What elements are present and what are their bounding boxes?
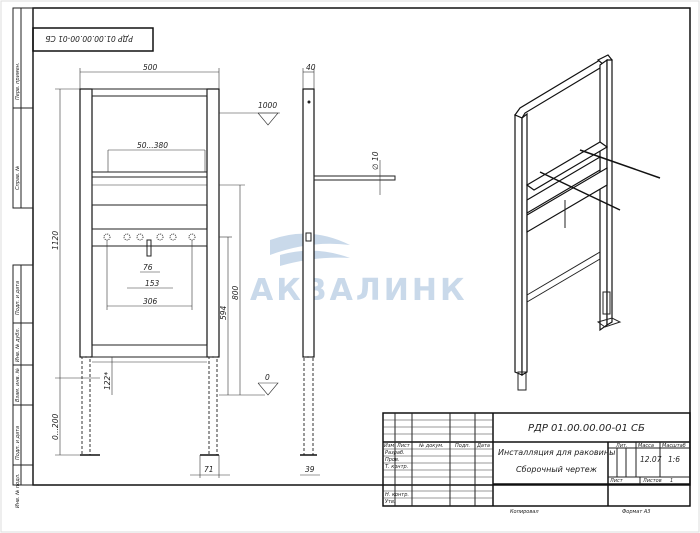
sheets-value: 1 xyxy=(670,478,673,484)
code-box xyxy=(32,27,154,52)
stamp-label: Подп. и дата xyxy=(15,426,21,460)
mass-label: Масса xyxy=(638,443,654,449)
scale-value: 1:6 xyxy=(668,455,680,464)
side-stamp: Перв. примен. Справ. № Подп. и дата Инв.… xyxy=(12,7,34,509)
dim-594: 594 xyxy=(219,305,228,320)
dim-153: 153 xyxy=(145,279,160,288)
format-label: Формат A3 xyxy=(622,509,650,515)
dim-range: 50...380 xyxy=(137,141,168,150)
col-header: Дата xyxy=(476,443,490,449)
dim-legs: 0...200 xyxy=(51,414,60,440)
watermark-logo: АКВАЛИНК xyxy=(250,233,467,308)
role-label: Н. контр. xyxy=(385,492,409,498)
level-0: 0 xyxy=(265,373,270,382)
role-label: Пров. xyxy=(385,457,400,463)
col-header: Подп. xyxy=(455,443,470,449)
sheet-label: Лист xyxy=(609,478,624,484)
designation: РДР 01.00.00.00-01 СБ xyxy=(528,423,645,434)
dim-122: 122* xyxy=(103,372,112,390)
isometric-view xyxy=(514,54,661,391)
dim-39: 39 xyxy=(305,465,315,474)
lit-label: Лит. xyxy=(615,443,628,449)
front-dimensions: 500 1120 0...200 50...380 76 153 306 800… xyxy=(51,63,280,478)
side-view: 40 ∅ 10 39 xyxy=(300,63,396,476)
drawing-frame xyxy=(32,7,691,486)
dim-71: 71 xyxy=(204,465,214,474)
dim-306: 306 xyxy=(143,297,158,306)
role-label: Разраб. xyxy=(385,450,405,456)
scale-label: Масштаб xyxy=(662,443,686,449)
stamp-label: Перв. примен. xyxy=(15,62,21,100)
dim-height: 1120 xyxy=(51,231,60,250)
col-header: № докум. xyxy=(418,443,444,449)
stamp-label: Инв. № подл. xyxy=(15,474,21,509)
dim-diameter: ∅ 10 xyxy=(371,151,380,170)
mass-value: 12.07 xyxy=(640,455,662,464)
col-header: Лист xyxy=(396,443,411,449)
role-label: Т. контр. xyxy=(385,464,408,470)
dim-76: 76 xyxy=(143,263,153,272)
sheets-label: Листов xyxy=(642,478,662,484)
title-block: РДР 01.00.00.00-01 СБ Изм Лист № докум. … xyxy=(382,412,691,515)
stamp-label: Подп. и дата xyxy=(15,281,21,315)
front-view xyxy=(79,88,220,456)
role-label: Утв. xyxy=(385,499,396,505)
dim-width: 500 xyxy=(143,63,158,72)
product-name: Инсталляция для раковины xyxy=(498,448,615,457)
document-type: Сборочный чертеж xyxy=(516,465,598,474)
rotated-code: РДР 01.00.00.00-01 СБ xyxy=(45,34,133,43)
level-1000: 1000 xyxy=(258,101,277,110)
dim-800: 800 xyxy=(231,285,240,300)
watermark-text: АКВАЛИНК xyxy=(250,273,467,308)
dim-40: 40 xyxy=(306,63,316,72)
stamp-label: Взам. инв. № xyxy=(15,368,21,402)
stamp-label: Справ. № xyxy=(15,166,21,190)
copied-label: Копировал xyxy=(510,509,539,515)
stamp-label: Инв. № дубл. xyxy=(15,328,21,362)
col-header: Изм xyxy=(384,443,394,449)
